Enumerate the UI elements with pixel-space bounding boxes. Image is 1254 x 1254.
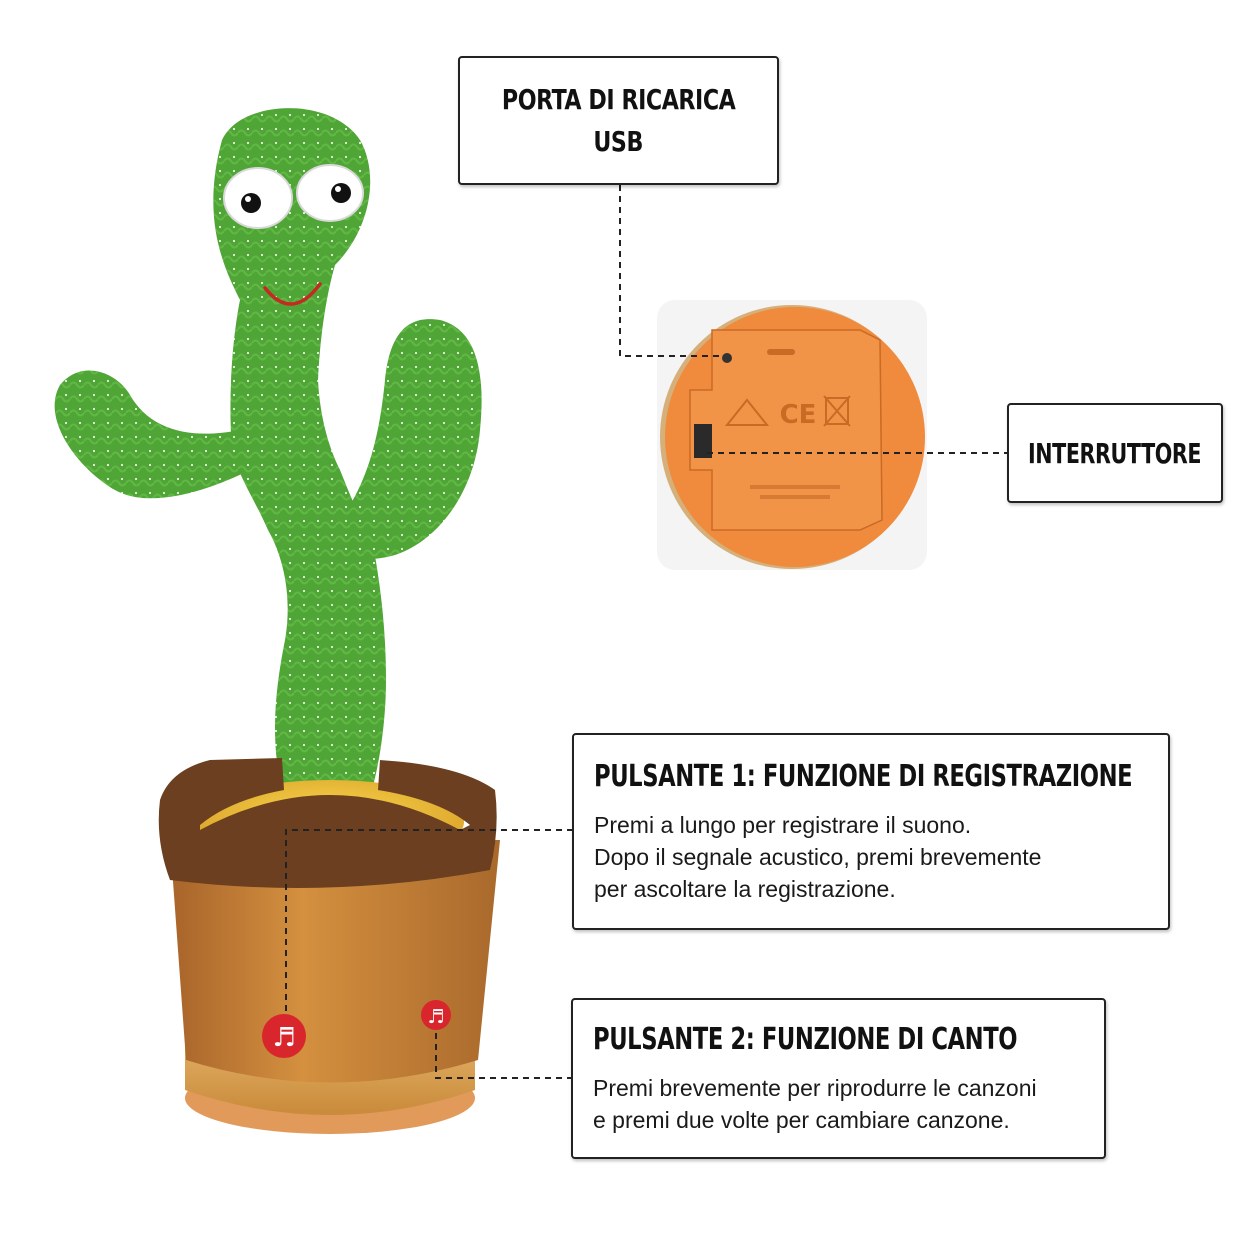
button1-line: Dopo il segnale acustico, premi brevemen… [594, 844, 1042, 870]
cactus-smile [263, 282, 322, 306]
flower-pot [158, 758, 500, 1134]
button2-description: Premi brevemente per riprodurre le canzo… [593, 1072, 1104, 1136]
cactus-eyes [223, 164, 364, 229]
button1-line: per ascoltare la registrazione. [594, 876, 896, 902]
button-1-marker: ♬ [262, 1014, 306, 1058]
button1-title: PULSANTE 1: FUNZIONE DI REGISTRAZIONE [594, 759, 1133, 794]
button1-line: Premi a lungo per registrare il suono. [594, 812, 972, 838]
button-2-marker: ♬ [421, 1000, 451, 1030]
power-switch-title: INTERRUTTORE [1028, 436, 1202, 470]
base-underside-photo: CE [657, 300, 927, 570]
svg-text:♬: ♬ [427, 1006, 444, 1028]
cactus-body [54, 108, 482, 790]
button2-callout: PULSANTE 2: FUNZIONE DI CANTO Premi brev… [571, 998, 1106, 1159]
usb-port-title-line1: PORTA DI RICARICA [501, 82, 736, 116]
button2-line: Premi brevemente per riprodurre le canzo… [593, 1075, 1037, 1101]
power-switch-callout: INTERRUTTORE [1007, 403, 1223, 503]
button1-description: Premi a lungo per registrare il suono. D… [594, 809, 1168, 905]
leader-lines [285, 185, 1007, 1079]
button2-line: e premi due volte per cambiare canzone. [593, 1107, 1010, 1133]
svg-text:♬: ♬ [272, 1023, 295, 1053]
ce-marking: CE [780, 400, 817, 430]
button1-callout: PULSANTE 1: FUNZIONE DI REGISTRAZIONE Pr… [572, 733, 1170, 930]
usb-port-title-line2: USB [593, 124, 644, 158]
button2-title: PULSANTE 2: FUNZIONE DI CANTO [593, 1022, 1018, 1057]
usb-port-callout: PORTA DI RICARICA USB [458, 56, 779, 185]
